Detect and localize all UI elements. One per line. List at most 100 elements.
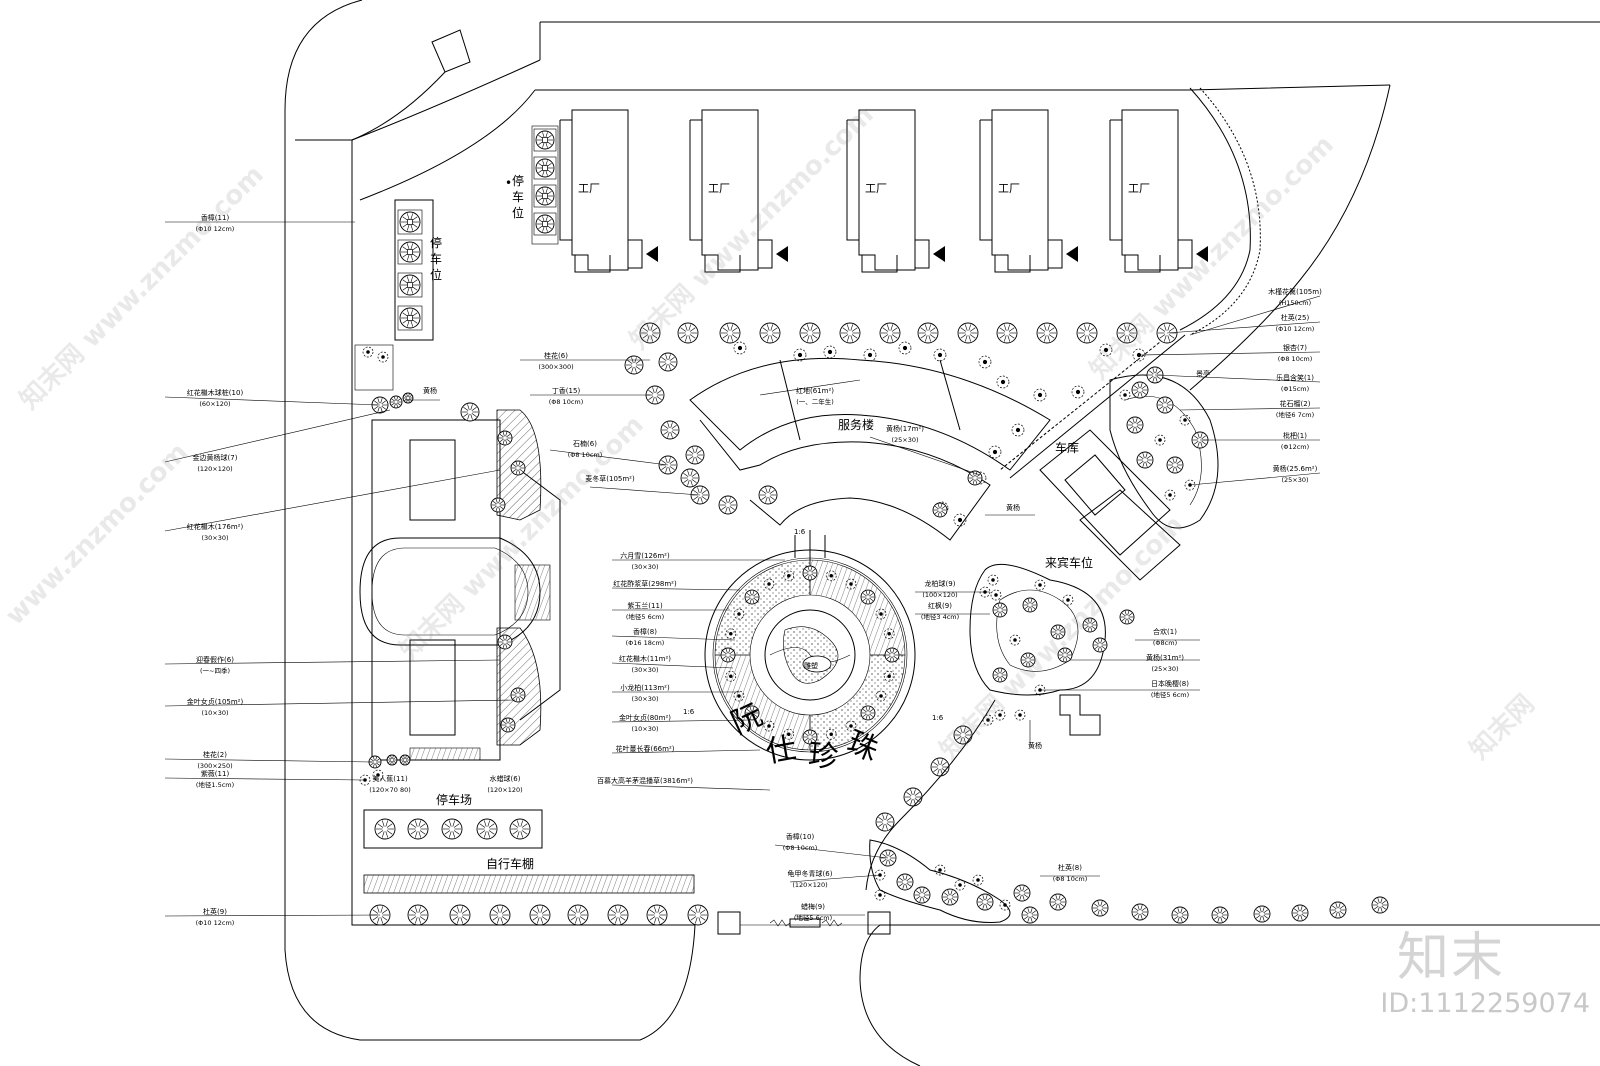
plant-label: 黄杨(17m²)(25×30) bbox=[869, 424, 981, 476]
plant-spec: (Φ8 10cm) bbox=[783, 844, 818, 852]
grade-label-1: 1:6 bbox=[794, 528, 806, 536]
guest-parking-label: 来宾车位 bbox=[1045, 555, 1093, 570]
tree-symbol bbox=[397, 239, 423, 265]
plant-label: 六月雪(126m²)(30×30) bbox=[612, 551, 785, 571]
plant-name: 桂花(6) bbox=[544, 351, 568, 360]
plant-name: 杜英(9) bbox=[203, 907, 227, 916]
bike-shed-label: 自行车棚 bbox=[486, 856, 534, 871]
plant-label: 日本晚樱(8)(地径5 6cm) bbox=[1040, 679, 1200, 699]
tree-symbol bbox=[839, 322, 861, 344]
plant-name: 水蜡球(6) bbox=[490, 774, 521, 783]
tree-symbol bbox=[397, 272, 423, 298]
shrub-symbol bbox=[725, 670, 737, 682]
shrub-symbol bbox=[1011, 423, 1025, 437]
parking-spot-1-char2: 车 bbox=[512, 189, 524, 204]
bike-shed-box bbox=[363, 874, 695, 894]
plant-label: 黄杨 bbox=[405, 386, 440, 401]
tree-symbol bbox=[1166, 456, 1184, 474]
plant-name: 金边黄杨球(7) bbox=[193, 453, 238, 462]
tree-symbol bbox=[497, 634, 513, 650]
plant-spec: (地径3 4cm) bbox=[921, 612, 959, 621]
site-roads bbox=[284, 0, 1600, 1066]
factory-building: 工厂 bbox=[1109, 109, 1208, 273]
brand-logo: 知末 bbox=[1396, 928, 1505, 988]
plant-name: 红花檵木(11m²) bbox=[619, 654, 671, 663]
plant-name: 红花酢浆草(298m²) bbox=[613, 579, 677, 588]
parking-spot-1-char3: 位 bbox=[512, 205, 524, 220]
factory-label: 工厂 bbox=[708, 182, 730, 195]
shrub-symbol bbox=[954, 879, 966, 891]
tree-symbol bbox=[510, 687, 526, 703]
tree-symbol bbox=[685, 445, 705, 465]
shrub-symbol bbox=[825, 570, 837, 582]
tree-symbol bbox=[1082, 617, 1098, 633]
plant-name: 黄杨(25.6m²) bbox=[1273, 464, 1318, 473]
plant-spec: (Φ8 10cm) bbox=[1278, 355, 1313, 363]
factory-building: 工厂 bbox=[979, 109, 1078, 273]
tree-symbol bbox=[1156, 396, 1174, 414]
shrub-symbol bbox=[875, 690, 887, 702]
plant-name: 紫玉兰(11) bbox=[627, 601, 663, 610]
factory-label: 工厂 bbox=[578, 182, 600, 195]
shrub-symbol bbox=[1034, 579, 1046, 591]
parking-spot-label-top: • bbox=[505, 176, 512, 190]
shrub-symbol bbox=[825, 728, 837, 740]
plant-label: 美人蕉(11)(120×70 80) bbox=[369, 774, 411, 794]
tree-symbol bbox=[1171, 906, 1189, 924]
plant-label: 龙柏球(9)(100×120) bbox=[915, 579, 990, 599]
tree-symbol bbox=[930, 757, 950, 777]
parking-spot-column bbox=[394, 199, 434, 341]
tree-symbol bbox=[660, 420, 680, 440]
tree-symbol bbox=[1371, 896, 1389, 914]
central-roundabout bbox=[704, 530, 916, 761]
tree-symbol bbox=[879, 322, 901, 344]
plant-labels: 香樟(11)(Φ10 12cm)红花檵木球桩(10)(60×120)金边黄杨球(… bbox=[164, 213, 1322, 927]
shrub-symbol bbox=[972, 874, 984, 886]
shrub-symbol bbox=[1062, 594, 1074, 606]
tree-symbol bbox=[1021, 906, 1039, 924]
tree-symbol bbox=[639, 322, 661, 344]
plant-label: 枇杷(1)(Φ12cm) bbox=[1200, 431, 1320, 451]
garage-label: 车库 bbox=[1055, 440, 1079, 455]
plant-label: 蜡梅(9)(地径5 6cm) bbox=[794, 902, 865, 922]
shrub-symbol bbox=[1014, 709, 1026, 721]
tree-symbol bbox=[490, 497, 506, 513]
plant-name: 蜡梅(9) bbox=[801, 902, 825, 911]
parking-lot-box bbox=[363, 809, 543, 849]
plant-spec: (地径5 6cm) bbox=[626, 612, 664, 621]
tree-symbol bbox=[533, 128, 557, 152]
shrub-symbol bbox=[783, 728, 795, 740]
plant-spec: (Φ8 10cm) bbox=[549, 398, 584, 406]
plant-label: 香樟(10)(Φ8 10cm) bbox=[774, 832, 889, 859]
tree-symbol bbox=[1116, 322, 1138, 344]
factory-building: 工厂 bbox=[846, 109, 945, 273]
tree-symbol bbox=[386, 754, 398, 766]
plant-name: 杜英(8) bbox=[1058, 863, 1082, 872]
tree-symbol bbox=[1022, 597, 1038, 613]
shrub-symbol bbox=[372, 769, 384, 781]
tree-symbol bbox=[1092, 637, 1108, 653]
shrub-symbol bbox=[763, 720, 775, 732]
tree-symbol bbox=[533, 212, 557, 236]
plant-name: 龟甲冬青球(6) bbox=[788, 869, 833, 878]
tree-symbol bbox=[1057, 647, 1073, 663]
tree-symbol bbox=[680, 468, 700, 488]
plant-spec: (120×120) bbox=[487, 786, 522, 794]
tree-symbol bbox=[449, 904, 471, 926]
parking-lot-label: 停车场 bbox=[436, 792, 472, 807]
plant-spec: (Φ8cm) bbox=[1153, 639, 1177, 647]
plant-label: 石楠(6)(Φ8 10cm) bbox=[549, 439, 669, 466]
tree-symbol bbox=[407, 904, 429, 926]
plant-name: 桂花(2) bbox=[203, 750, 227, 759]
factory-building: 工厂 bbox=[559, 109, 658, 273]
tree-symbol bbox=[497, 430, 513, 446]
plant-name: 枇杷(1) bbox=[1283, 431, 1307, 440]
plant-spec: (Φ10 12cm) bbox=[196, 919, 235, 927]
plant-name: 乐昌含笑(1) bbox=[1276, 373, 1314, 382]
plant-label: 木槿花篱(105m)(H150cm) bbox=[1189, 287, 1322, 336]
plant-label: 杜英(9) (Φ10 12cm) bbox=[164, 907, 381, 927]
factory-label: 工厂 bbox=[1128, 182, 1150, 195]
tree-symbol bbox=[1091, 899, 1109, 917]
tree-symbol bbox=[996, 322, 1018, 344]
plant-name: 黄杨(31m²) bbox=[1146, 653, 1184, 662]
